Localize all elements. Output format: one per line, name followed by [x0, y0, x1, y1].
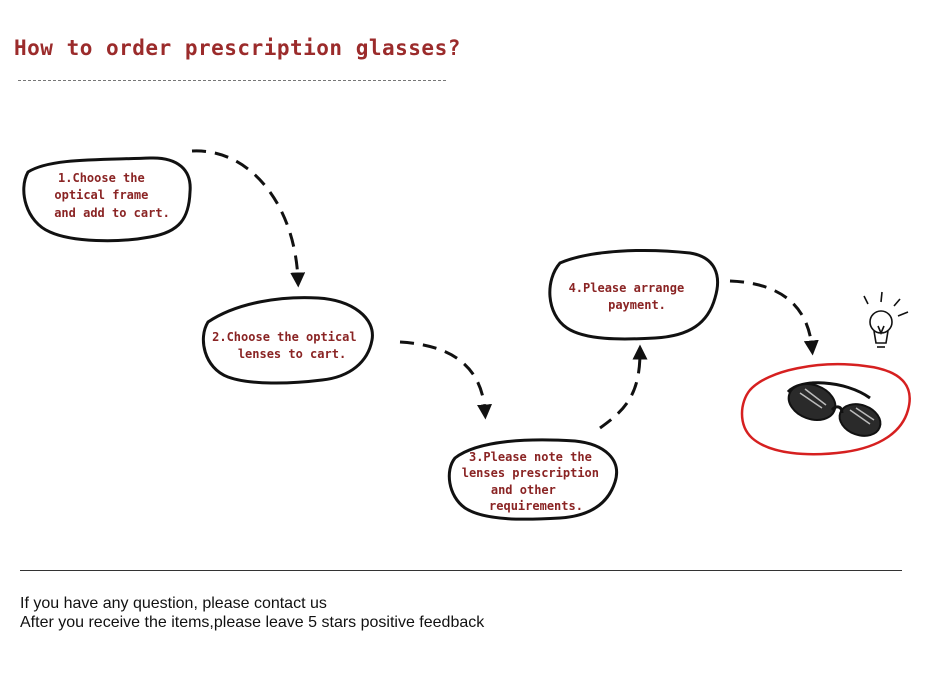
- footer-divider: [20, 570, 902, 571]
- step-1-outline: [22, 156, 192, 243]
- arrow-step4-to-result: [729, 279, 819, 356]
- result-bubble: [740, 363, 911, 456]
- step-2-bubble: 2.Choose the optical lenses to cart.: [201, 296, 374, 385]
- lightbulb-icon: [863, 291, 909, 348]
- step-2-outline: [201, 296, 374, 385]
- step-4-bubble: 4.Please arrange payment.: [548, 248, 720, 341]
- sunglasses-icon: [786, 381, 882, 437]
- step-1-bubble: 1.Choose the optical frame and add to ca…: [22, 156, 192, 243]
- feedback-note: After you receive the items,please leave…: [20, 614, 485, 631]
- title-divider: [18, 80, 446, 81]
- step-4-outline: [548, 248, 720, 341]
- contact-note: If you have any question, please contact…: [20, 595, 327, 612]
- arrow-step2-to-step3: [399, 340, 493, 420]
- arrow-step3-to-step4: [599, 344, 648, 430]
- step-3-text: 3.Please note the lenses prescription an…: [462, 450, 607, 513]
- arrow-step1-to-step2: [191, 149, 306, 288]
- order-steps-diagram: 1.Choose the optical frame and add to ca…: [22, 149, 911, 521]
- page-title: How to order prescription glasses?: [14, 36, 461, 60]
- step-1-text: 1.Choose the optical frame and add to ca…: [54, 171, 170, 220]
- step-2-text: 2.Choose the optical lenses to cart.: [212, 330, 364, 361]
- step-3-bubble: 3.Please note the lenses prescription an…: [447, 438, 618, 521]
- step-4-text: 4.Please arrange payment.: [569, 281, 692, 312]
- step-3-outline: [447, 438, 618, 521]
